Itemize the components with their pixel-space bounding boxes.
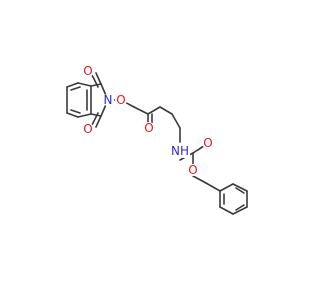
atom-oxygen-bottom: O	[82, 122, 94, 136]
bond	[159, 106, 173, 115]
bond	[90, 83, 102, 87]
bond	[171, 113, 181, 129]
atom-label-nh: NH	[171, 144, 189, 158]
atom-oxygen-ester-carbonyl: O	[143, 121, 155, 135]
bond	[66, 112, 79, 118]
atom-label-oxygen: O	[144, 121, 153, 135]
bond	[232, 206, 248, 215]
bond	[77, 82, 92, 87]
atom-nitrogen-imide: N	[102, 93, 114, 107]
bond	[235, 204, 245, 211]
atom-label-oxygen: O	[116, 93, 125, 107]
bond	[70, 86, 81, 91]
atom-label-oxygen: O	[188, 163, 197, 177]
atom-label-oxygen: O	[203, 136, 212, 150]
bond	[235, 187, 245, 194]
bond	[91, 112, 99, 126]
bond	[95, 115, 102, 128]
atom-nh-amide: NH	[170, 144, 190, 158]
atom-label-oxygen: O	[83, 122, 92, 136]
atom-oxygen-ester-link: O	[115, 93, 127, 107]
bond	[232, 183, 248, 192]
bond	[219, 206, 234, 215]
atom-oxygen-carbamate-carbonyl: O	[202, 136, 214, 150]
bond	[219, 183, 234, 192]
bond	[192, 175, 207, 184]
atom-oxygen-carbamate-ether: O	[187, 163, 199, 177]
bond	[205, 182, 221, 192]
bond-layer	[66, 72, 248, 215]
bond	[77, 113, 92, 118]
molecule-structure: O O N O O NH O O	[66, 64, 248, 215]
bond	[70, 109, 81, 114]
bond	[90, 113, 102, 117]
bond	[95, 72, 102, 85]
bond	[147, 106, 161, 115]
atom-label-oxygen: O	[83, 64, 92, 78]
atom-oxygen-top: O	[82, 64, 94, 78]
atom-label-nitrogen: N	[104, 93, 113, 107]
bond	[66, 82, 79, 88]
atom-label-layer: O O N O O NH O O	[82, 64, 214, 177]
bond	[133, 106, 149, 115]
bond	[91, 74, 99, 88]
